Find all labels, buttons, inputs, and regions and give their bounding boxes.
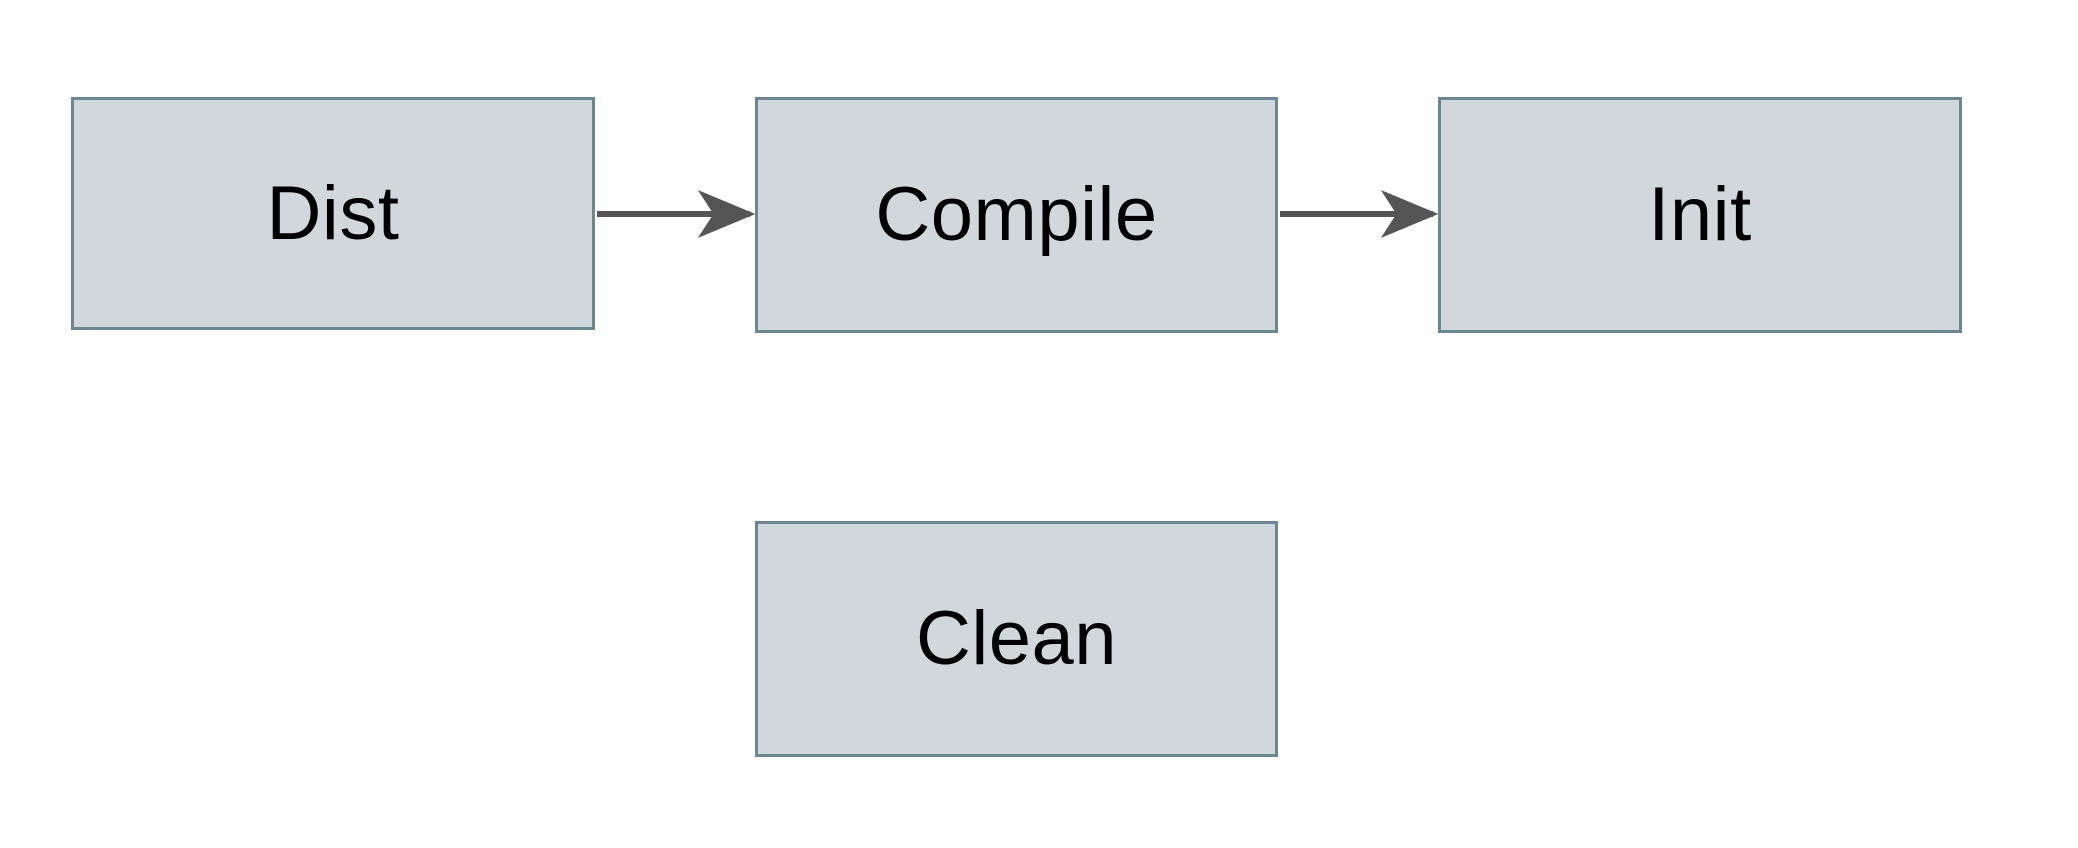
diagram-node-compile[interactable]: Compile bbox=[755, 97, 1278, 333]
node-label-clean: Clean bbox=[915, 596, 1118, 681]
diagram-node-init[interactable]: Init bbox=[1438, 97, 1962, 333]
node-label-compile: Compile bbox=[875, 172, 1158, 257]
diagram-node-clean[interactable]: Clean bbox=[755, 521, 1278, 757]
node-label-init: Init bbox=[1648, 172, 1752, 257]
diagram-node-dist[interactable]: Dist bbox=[71, 97, 595, 330]
node-label-dist: Dist bbox=[266, 170, 400, 256]
